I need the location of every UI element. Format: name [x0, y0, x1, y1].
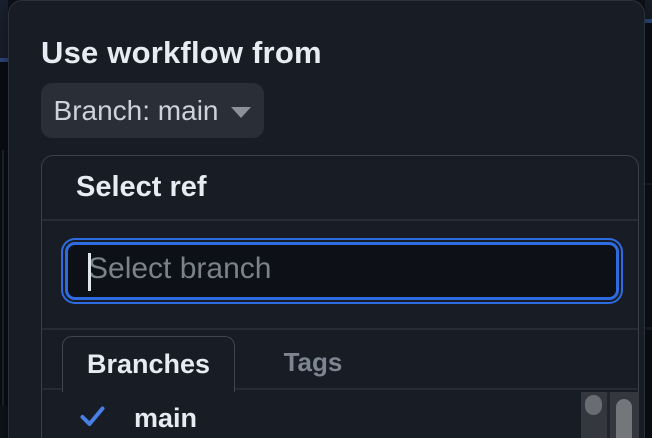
- page-body-fragment: [645, 330, 652, 438]
- tab-tags-label: Tags: [283, 346, 343, 377]
- ref-search-input[interactable]: [65, 242, 619, 300]
- ref-type-tabs: Branches Tags: [42, 330, 638, 392]
- popover-title: Use workflow from: [41, 35, 322, 70]
- list-scrollbar-thumb[interactable]: [585, 395, 602, 415]
- branch-selector-button[interactable]: Branch: main: [41, 83, 264, 138]
- ref-select-panel: Select ref Branches Tags ma: [41, 155, 639, 438]
- page-accent-line: [645, 19, 652, 23]
- tab-tags[interactable]: Tags: [254, 336, 372, 388]
- page-accent-line: [0, 58, 8, 62]
- ref-search-section: [42, 221, 638, 330]
- page-footer-fragment: [0, 406, 8, 438]
- panel-scrollbar-track[interactable]: [610, 392, 639, 438]
- page-background-left: [0, 0, 8, 438]
- panel-title: Select ref: [76, 171, 207, 203]
- panel-scrollbar-thumb[interactable]: [616, 399, 632, 438]
- use-workflow-popover: Use workflow from Branch: main Select re…: [8, 0, 645, 438]
- page-divider-fragment: [645, 183, 652, 185]
- page-border-fragment: [2, 150, 4, 406]
- page-background-right: [645, 0, 652, 438]
- page-header-fragment: [0, 0, 8, 58]
- ref-name: main: [134, 403, 198, 433]
- page-header-fragment: [645, 0, 652, 19]
- list-scrollbar-track[interactable]: [581, 392, 607, 438]
- page-body-fragment: [645, 185, 652, 327]
- tab-branches-label: Branches: [86, 349, 211, 379]
- check-icon: [80, 406, 105, 426]
- panel-header: Select ref: [42, 156, 638, 221]
- text-caret-icon: [88, 253, 91, 291]
- scrollbar-divider: [607, 392, 610, 438]
- branch-selector-label: Branch: main: [53, 94, 219, 126]
- dropdown-caret-icon: [231, 107, 252, 118]
- tab-branches[interactable]: Branches: [62, 336, 235, 392]
- ref-list: main: [42, 390, 638, 438]
- page-divider-fragment: [645, 327, 652, 330]
- ref-list-item-main[interactable]: main: [42, 390, 562, 438]
